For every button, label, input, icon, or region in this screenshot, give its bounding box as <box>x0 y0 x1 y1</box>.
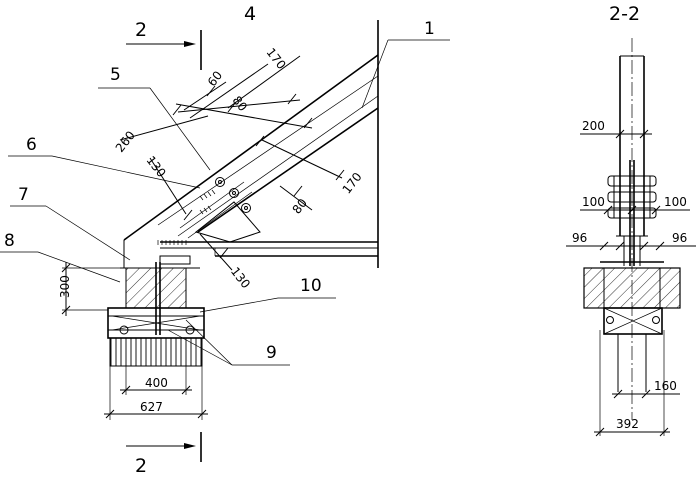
dim-130-a: 130 <box>143 153 168 180</box>
bolt-group <box>215 177 251 213</box>
anchor-bolt-icon <box>606 316 614 324</box>
dim-627: 627 <box>140 400 163 414</box>
section-marker-bottom-label: 2 <box>135 455 147 477</box>
callout-10: 10 <box>300 276 322 296</box>
anchor-bolt-icon <box>119 325 129 335</box>
callout-leaders <box>0 39 450 366</box>
section-marker-top-label: 2 <box>135 19 147 41</box>
dim-170-right: 170 <box>340 170 365 197</box>
dim-96-right: 96 <box>672 231 687 245</box>
callout-7: 7 <box>18 185 29 205</box>
bolt-icon <box>229 188 239 198</box>
section-bolts <box>607 175 657 219</box>
callout-1: 1 <box>424 19 435 39</box>
dimension-lines-right <box>566 129 696 437</box>
dim-80-right: 80 <box>290 196 310 217</box>
inclined-member <box>123 54 379 268</box>
dim-200: 200 <box>582 119 605 133</box>
dim-96-left: 96 <box>572 231 587 245</box>
anchor-assembly <box>107 307 205 367</box>
horizontal-beam <box>160 241 378 257</box>
bolt-icon <box>218 180 222 184</box>
dim-170-top: 170 <box>263 45 288 72</box>
callout-9: 9 <box>266 343 277 363</box>
callout-6: 6 <box>26 135 37 155</box>
elevation-view: 4 2 2 <box>0 3 450 477</box>
section-base-block <box>583 267 681 309</box>
dim-130-b: 130 <box>228 264 253 291</box>
callout-8: 8 <box>4 231 15 251</box>
dim-100-left: 100 <box>582 195 605 209</box>
bolt-icon <box>244 206 248 210</box>
dim-392: 392 <box>616 417 639 431</box>
gusset-plate <box>179 181 261 243</box>
dim-260: 260 <box>113 128 138 155</box>
section-marker-bottom: 2 <box>126 432 202 477</box>
dim-100-right: 100 <box>664 195 687 209</box>
support-block <box>120 255 200 335</box>
column-section <box>619 55 645 266</box>
dim-160: 160 <box>654 379 677 393</box>
callout-5: 5 <box>110 65 121 85</box>
section-marker-top: 2 <box>126 19 202 70</box>
view-title: 4 <box>244 3 256 25</box>
weld-marks <box>157 189 216 245</box>
bolt-icon <box>241 203 251 213</box>
bolt-icon <box>215 177 225 187</box>
dimension-lines-left <box>61 55 345 420</box>
anchor-bolt-icon <box>652 316 660 324</box>
section-bearing <box>603 307 663 392</box>
dim-400: 400 <box>145 376 168 390</box>
section-title: 2-2 <box>609 3 640 25</box>
dim-60: 60 <box>205 68 225 89</box>
dim-80-top: 80 <box>230 93 250 114</box>
section-view: 2-2 <box>566 3 696 437</box>
anchor-bolt-icon <box>185 325 195 335</box>
dim-300: 300 <box>58 275 72 298</box>
bolt-icon <box>232 191 236 195</box>
